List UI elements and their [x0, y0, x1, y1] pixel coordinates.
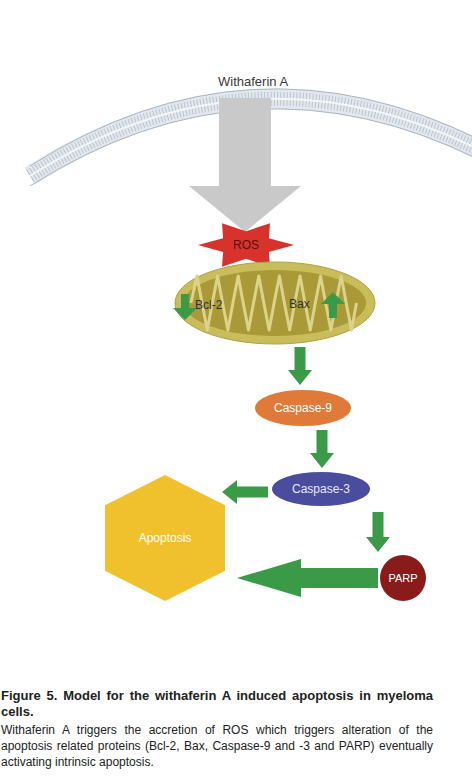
block-arrow: [237, 559, 378, 597]
substrate-circle: PARP: [380, 555, 426, 601]
block-arrow: [310, 430, 334, 468]
figure-caption: Withaferin A triggers the accretion of R…: [1, 722, 433, 770]
free-label: Withaferin A: [218, 74, 288, 89]
node-label: Bax: [289, 297, 310, 311]
caspase-ellipse: Caspase-9: [255, 390, 351, 426]
block-arrow: [288, 347, 312, 385]
decrease-arrow: [173, 294, 197, 320]
increase-arrow: [321, 292, 345, 318]
outcome-hexagon: Apoptosis: [105, 475, 225, 601]
node-label: Bcl-2: [195, 298, 222, 312]
node-label: Caspase-9: [274, 401, 332, 415]
caspase-ellipse: Caspase-3: [272, 472, 370, 506]
node-label: ROS: [233, 238, 259, 252]
node-label: PARP: [388, 572, 417, 584]
mitochondrion: Bcl-2 Bax: [175, 262, 375, 344]
entry-arrow: [189, 98, 301, 232]
node-label: Apoptosis: [139, 531, 192, 545]
node-label: Caspase-3: [292, 482, 350, 496]
block-arrow: [366, 512, 390, 552]
block-arrow: [222, 480, 268, 504]
figure-title: Figure 5. Model for the withaferin A ind…: [1, 688, 433, 720]
